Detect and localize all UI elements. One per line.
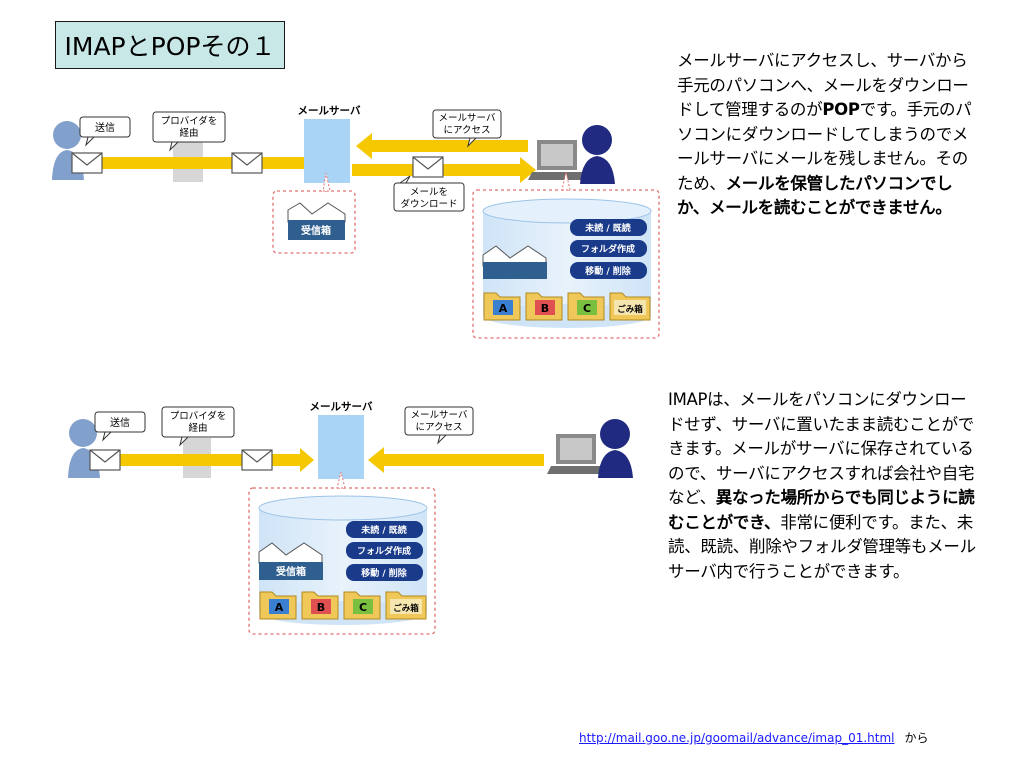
svg-text:B: B	[541, 302, 549, 315]
action-read-unread-button: 未読 / 既読	[346, 521, 423, 538]
folder-trash-icon: ごみ箱	[609, 292, 651, 321]
computer-icon	[547, 434, 605, 474]
download-callout: メールを ダウンロード	[393, 175, 465, 212]
envelope-icon	[412, 156, 444, 178]
svg-text:C: C	[583, 302, 591, 315]
pop-text-part2: です。手元のパソコンにダウンロードしてしまうのでメールサーバにメールを残しません…	[677, 100, 972, 193]
pop-diagram: 送信 プロバイダを 経由 メールサーバ メールサーバ にアクセス メールを ダウ…	[52, 105, 660, 339]
access-callout: メールサーバ にアクセス	[404, 406, 474, 445]
access-callout: メールサーバ にアクセス	[432, 109, 502, 148]
provider-callout: プロバイダを 経由	[152, 111, 226, 152]
source-suffix: から	[904, 731, 929, 745]
server-callout-pointer	[336, 471, 346, 489]
folder-b-icon: B	[301, 591, 339, 620]
server-storage-area	[248, 487, 436, 635]
svg-text:A: A	[499, 302, 508, 315]
action-move-delete-button: 移動 / 削除	[570, 262, 647, 279]
mail-stack-icon	[287, 202, 346, 223]
pc-storage-area	[472, 189, 660, 339]
mail-server	[318, 415, 364, 479]
folder-a-icon: A	[483, 292, 521, 321]
source-footer: http://mail.goo.ne.jp/goomail/advance/im…	[579, 729, 929, 746]
provider-label-line2: 経由	[179, 127, 198, 139]
access-arrow	[372, 140, 528, 152]
action-read-unread-button: 未読 / 既読	[570, 219, 647, 236]
server-label: メールサーバ	[298, 105, 361, 117]
imap-diagram: 送信 プロバイダを 経由 メールサーバ メールサーバ にアクセス 受信箱 未読 …	[68, 401, 633, 635]
send-arrowhead	[300, 448, 314, 472]
svg-text:フォルダ作成: フォルダ作成	[357, 545, 411, 557]
folder-b-icon: B	[525, 292, 563, 321]
access-arrowhead	[368, 447, 384, 473]
access-arrow	[384, 454, 544, 466]
imap-description: IMAPは、メールをパソコンにダウンロードせず、サーバに置いたまま読むことができ…	[668, 388, 980, 584]
server-inbox	[259, 562, 323, 580]
computer-icon	[528, 140, 586, 180]
user-person-icon	[598, 419, 633, 478]
provider-label-line1: プロバイダを	[161, 115, 218, 127]
folder-a-icon: A	[259, 591, 297, 620]
svg-text:メールサーバ: メールサーバ	[411, 410, 468, 421]
imap-text-part1: IMAPは、メールをパソコンにダウンロードせず、サーバに置いたまま読むことができ…	[668, 390, 975, 507]
action-create-folder-button: フォルダ作成	[570, 240, 647, 257]
send-label: 送信	[95, 121, 115, 134]
download-arrowhead	[520, 157, 536, 183]
server-inbox-label: 受信箱	[301, 224, 331, 237]
provider-callout: プロバイダを 経由	[161, 406, 235, 447]
svg-text:未読 / 既読: 未読 / 既読	[360, 524, 407, 536]
envelope-icon	[89, 449, 121, 471]
access-label-line2: にアクセス	[443, 125, 490, 136]
pop-text-bold1: POP	[822, 100, 860, 119]
pc-callout-pointer	[561, 171, 571, 191]
envelope-icon	[71, 152, 103, 174]
imap-text-part2: 非常に便利です。また、未読、既読、削除やフォルダ管理等もメールサーバ内で行うこと…	[668, 512, 976, 581]
access-label-line1: メールサーバ	[439, 113, 496, 124]
download-label-line2: ダウンロード	[400, 198, 457, 210]
action-create-folder-button: フォルダ作成	[346, 542, 423, 559]
access-arrowhead	[356, 133, 372, 159]
action-move-delete-button: 移動 / 削除	[346, 564, 423, 581]
user-person-icon	[580, 125, 615, 184]
send-arrow	[84, 157, 306, 169]
imap-text-bold1: 異なった場所からでも同じように読むことができ、	[668, 488, 975, 532]
server-label: メールサーバ	[310, 401, 373, 413]
send-callout: 送信	[79, 116, 131, 147]
svg-text:にアクセス: にアクセス	[415, 422, 462, 433]
svg-text:フォルダ作成: フォルダ作成	[581, 243, 635, 255]
server-inbox-label: 受信箱	[276, 565, 306, 578]
pop-text-part1: メールサーバにアクセスし、サーバから手元のパソコンへ、メールをダウンロードして管…	[677, 51, 969, 119]
svg-text:ごみ箱: ごみ箱	[617, 304, 643, 315]
pc-inbox	[483, 262, 547, 279]
svg-text:B: B	[317, 601, 325, 614]
server-inbox	[288, 220, 345, 240]
svg-text:移動 / 削除: 移動 / 削除	[585, 265, 632, 277]
source-link[interactable]: http://mail.goo.ne.jp/goomail/advance/im…	[579, 731, 895, 745]
download-label-line1: メールを	[410, 187, 448, 198]
server-callout-pointer	[322, 172, 331, 192]
svg-text:移動 / 削除: 移動 / 削除	[361, 567, 408, 579]
svg-text:未読 / 既読: 未読 / 既読	[584, 222, 631, 234]
send-callout: 送信	[94, 411, 146, 442]
svg-text:A: A	[275, 601, 284, 614]
envelope-icon	[241, 449, 273, 471]
envelope-icon	[231, 152, 263, 174]
slide-title: IMAPとPOPその１	[55, 21, 285, 69]
svg-text:経由: 経由	[188, 422, 207, 434]
pop-description: メールサーバにアクセスし、サーバから手元のパソコンへ、メールをダウンロードして管…	[677, 49, 972, 221]
folder-c-icon: C	[567, 292, 605, 321]
pop-text-bold2: メールを保管したパソコンでしか、メールを読むことができません。	[677, 173, 953, 218]
server-inbox-area	[272, 190, 356, 254]
folder-trash-icon: ごみ箱	[385, 591, 427, 620]
svg-text:ごみ箱: ごみ箱	[393, 603, 419, 614]
folder-c-icon: C	[343, 591, 381, 620]
svg-text:送信: 送信	[110, 416, 130, 429]
mail-server	[304, 119, 350, 183]
svg-text:プロバイダを: プロバイダを	[170, 410, 227, 422]
svg-text:C: C	[359, 601, 367, 614]
